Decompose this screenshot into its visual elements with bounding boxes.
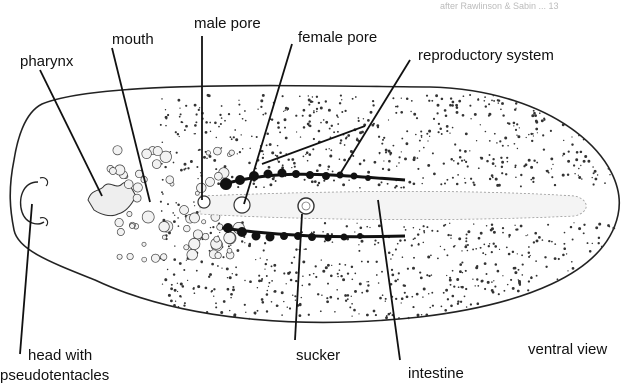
view-label: ventral view — [528, 341, 607, 358]
male-pore — [198, 196, 210, 208]
female-pore — [234, 197, 250, 213]
head-label-line1: head with — [28, 347, 92, 364]
pharynx-label: pharynx — [20, 53, 74, 70]
head-label-line2: pseudotentacles — [0, 367, 109, 384]
sucker-circle — [298, 198, 314, 214]
female-pore-label: female pore — [298, 29, 377, 46]
male-pore-label: male pore — [194, 15, 261, 32]
intestine-trunk — [200, 191, 586, 219]
reproductory-system-label: reproductory system — [418, 47, 554, 64]
sucker-label: sucker — [296, 347, 340, 364]
mouth-label: mouth — [112, 31, 154, 48]
intestine-label: intestine — [408, 365, 464, 382]
credit-text: after Rawlinson & Sabin ... 13 — [440, 1, 559, 11]
